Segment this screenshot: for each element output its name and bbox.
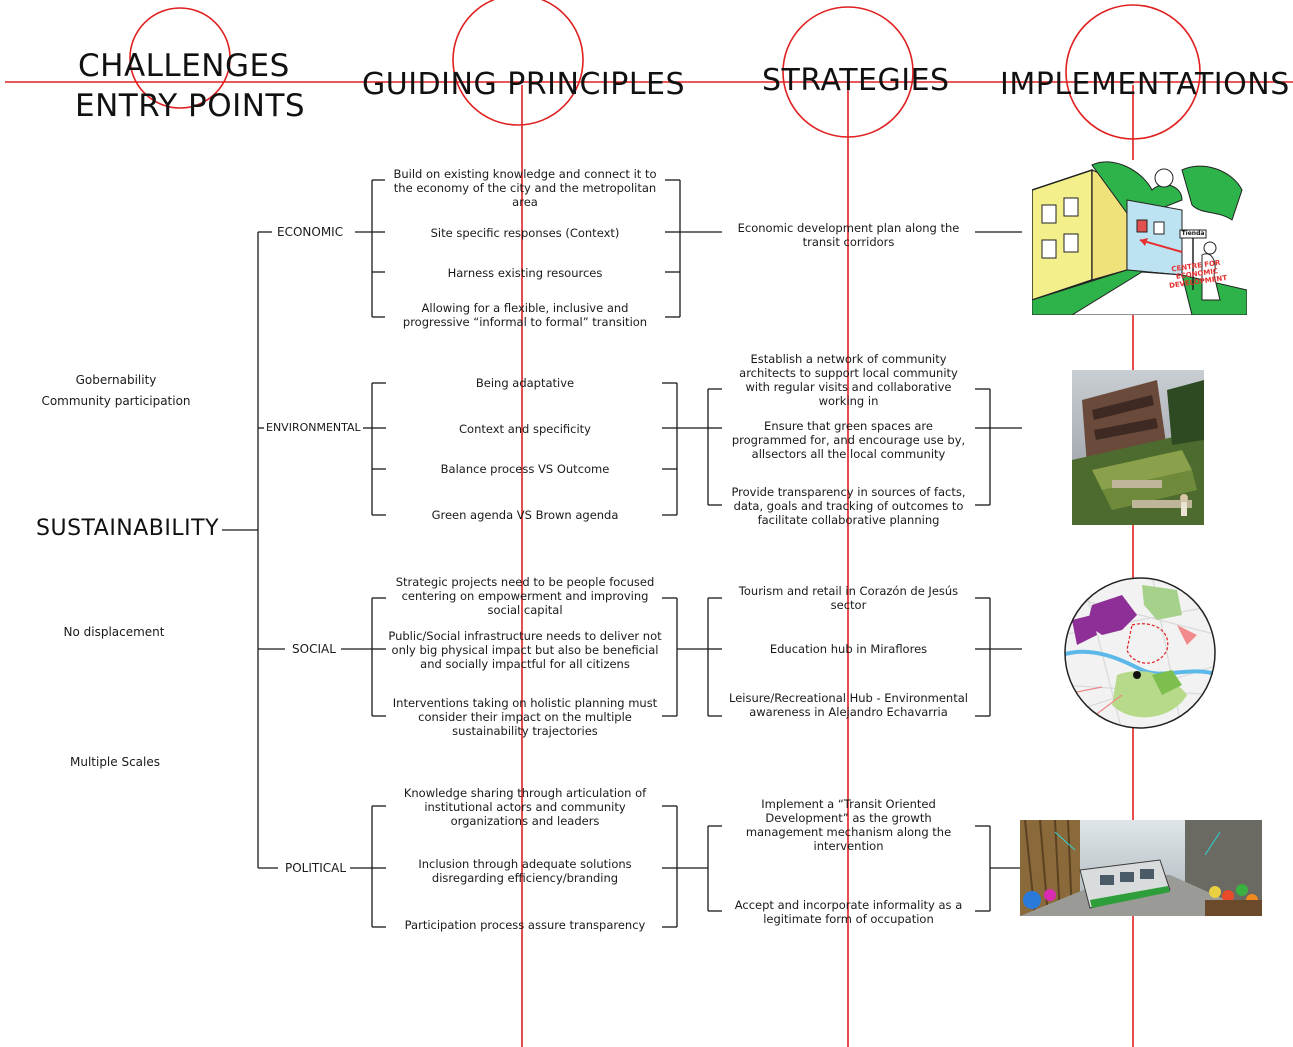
implementations-heading: IMPLEMENTATIONS: [1000, 67, 1290, 102]
strategy-social-1: Tourism and retail in Corazón de Jesús s…: [738, 584, 959, 612]
note-community-participation: Community participation: [41, 394, 191, 408]
note-multiple-scales: Multiple Scales: [69, 755, 161, 769]
principle-economic-2: Site specific responses (Context): [430, 226, 620, 240]
tram-photo-illustration: [1020, 820, 1262, 916]
political-tram-street-photo: [1020, 820, 1262, 916]
principle-social-3: Interventions taking on holistic plannin…: [392, 696, 658, 738]
strategy-political-1: Implement a “Transit Oriented Developmen…: [745, 797, 952, 853]
principle-economic-3: Harness existing resources: [447, 266, 603, 280]
challenges-heading: CHALLENGES: [78, 48, 290, 84]
strategies-heading: STRATEGIES: [762, 63, 950, 98]
category-political: POLITICAL: [283, 861, 349, 875]
circular-map-illustration: [1064, 577, 1216, 729]
social-hubs-circular-map: [1062, 575, 1218, 731]
strategy-environmental-1: Establish a network of community archite…: [739, 352, 958, 408]
note-no-displacement: No displacement: [63, 625, 165, 639]
principle-environmental-2: Context and specificity: [459, 422, 591, 436]
principle-political-1: Knowledge sharing through articulation o…: [403, 786, 647, 828]
category-environmental: ENVIRONMENTAL: [264, 421, 363, 435]
strategy-social-3: Leisure/Recreational Hub - Environmental…: [729, 691, 968, 719]
tree-connectors: [222, 179, 1022, 928]
category-social: SOCIAL: [290, 642, 338, 656]
strategy-environmental-3: Provide transparency in sources of facts…: [731, 485, 966, 527]
entry-points-heading: ENTRY POINTS: [75, 88, 306, 124]
principle-social-2: Public/Social infrastructure needs to de…: [388, 629, 662, 671]
street-sketch-illustration: [1032, 160, 1247, 315]
principle-environmental-1: Being adaptative: [475, 376, 575, 390]
guiding-principles-circle: [452, 0, 584, 126]
strategy-economic-1: Economic development plan along the tran…: [737, 221, 960, 249]
tienda-sign-text: Tienda: [1181, 230, 1205, 237]
principle-social-1: Strategic projects need to be people foc…: [395, 575, 655, 617]
principle-political-2: Inclusion through adequate solutions dis…: [418, 857, 632, 885]
terrace-photo-illustration: [1072, 370, 1204, 525]
challenges-circle: [129, 7, 231, 109]
strategy-social-2: Education hub in Miraflores: [769, 642, 928, 656]
note-gobernability: Gobernability: [75, 373, 157, 387]
principle-economic-4: Allowing for a flexible, inclusive and p…: [402, 301, 648, 329]
economic-street-sketch-image: Tienda CENTRE FOR ECONOMIC DEVELOPMENT: [1032, 160, 1247, 315]
strategy-environmental-2: Ensure that green spaces are programmed …: [731, 419, 966, 461]
strategy-political-2: Accept and incorporate informality as a …: [734, 898, 963, 926]
principle-economic-1: Build on existing knowledge and connect …: [393, 167, 657, 209]
strategies-circle: [782, 6, 914, 138]
category-economic: ECONOMIC: [275, 225, 346, 239]
principle-environmental-3: Balance process VS Outcome: [440, 462, 610, 476]
guiding-principles-heading: GUIDING PRINCIPLES: [362, 67, 686, 102]
environmental-terrace-photo: [1072, 370, 1204, 525]
implementations-circle: [1065, 4, 1201, 140]
principle-political-3: Participation process assure transparenc…: [404, 918, 646, 932]
sustainability-root: SUSTAINABILITY: [36, 516, 220, 541]
principle-environmental-4: Green agenda VS Brown agenda: [431, 508, 619, 522]
